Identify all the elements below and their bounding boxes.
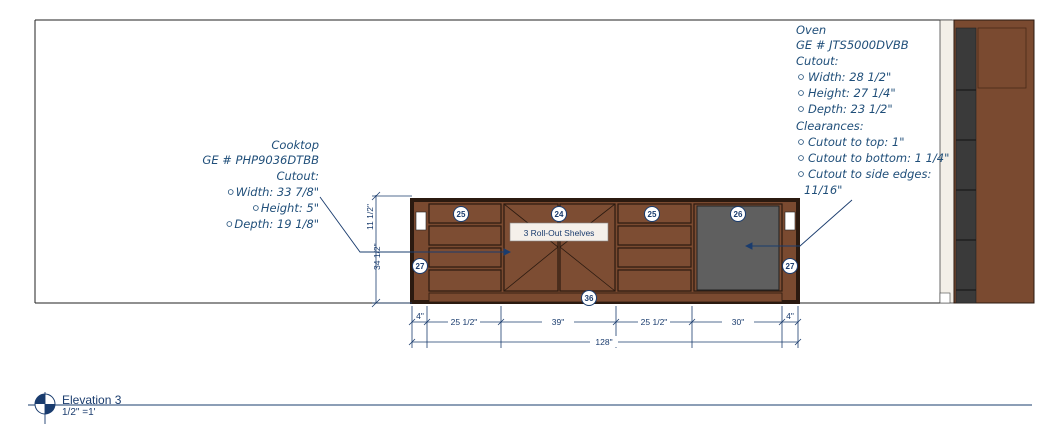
cabinet-tag: 26	[734, 210, 743, 219]
cabinet-tag: 24	[555, 210, 564, 219]
bullet-icon	[226, 221, 233, 227]
cooktop-note-line: Width: 33 7/8"	[236, 185, 319, 199]
cabinet-tag: 27	[786, 262, 795, 271]
oven-note-line: Height: 27 1/4"	[808, 86, 896, 100]
cabinet-tags: 25 24 25 26 27 27 36	[412, 206, 798, 306]
bullet-icon	[798, 139, 804, 145]
dim-segment: 4"	[416, 311, 424, 321]
bullet-icon	[798, 155, 804, 161]
dim-segment: 30"	[732, 317, 744, 327]
tall-cabinet	[939, 19, 1035, 304]
cabinet-tag: 27	[416, 262, 425, 271]
oven-note-line: Width: 28 1/2"	[808, 70, 891, 84]
cooktop-note-line: Cutout:	[276, 169, 319, 183]
cabinet-tag-circle	[412, 258, 428, 274]
cooktop-note-line: Cooktop	[271, 138, 319, 152]
oven-note-line: 11/16"	[804, 183, 842, 197]
dim-segment: 25 1/2"	[451, 317, 478, 327]
bullet-icon	[798, 90, 804, 96]
cabinet-tag-circle	[782, 258, 798, 274]
dim-vertical-upper: 11 1/2"	[365, 204, 375, 230]
cabinet-tag: 36	[585, 294, 594, 303]
cabinet-tag: 25	[648, 210, 657, 219]
bullet-icon	[798, 106, 804, 112]
bullet-icon	[798, 74, 804, 80]
oven-note-line: Cutout to top: 1"	[808, 135, 905, 149]
bullet-icon	[227, 189, 234, 195]
shelves-label-box	[509, 222, 609, 242]
elevation-marker	[28, 392, 1032, 424]
vertical-dimensions	[371, 191, 412, 308]
dim-segment: 39"	[552, 317, 564, 327]
cabinet-tag-circle	[730, 206, 746, 222]
dim-segment: 4"	[786, 311, 794, 321]
oven-note-line: Cutout to bottom: 1 1/4"	[808, 151, 949, 165]
leader-lines	[319, 196, 853, 256]
cooktop-note-line: Height: 5"	[261, 201, 319, 215]
elevation-scale: 1/2" =1'	[62, 407, 96, 418]
cabinet-tag: 25	[457, 210, 466, 219]
dim-segment: 25 1/2"	[641, 317, 668, 327]
bullet-icon	[798, 171, 804, 177]
cooktop-note-line: GE # PHP9036DTBB	[202, 153, 319, 167]
elevation-title: Elevation 3	[62, 393, 122, 407]
oven-note-line: GE # JTS5000DVBB	[796, 38, 909, 52]
shelves-label: 3 Roll-Out Shelves	[524, 228, 595, 238]
dim-vertical-total: 34 1/2"	[372, 243, 382, 270]
oven-note-line: Oven	[796, 23, 826, 37]
oven-note-line: Clearances:	[796, 119, 864, 133]
oven-note-line: Cutout:	[796, 54, 839, 68]
dim-total: 128"	[595, 337, 612, 347]
cabinet-tag-circle	[581, 290, 597, 306]
cabinet-tag-circle	[453, 206, 469, 222]
oven-note-line: Depth: 23 1/2"	[808, 102, 893, 116]
cabinet-tag-circle	[551, 206, 567, 222]
horizontal-dimensions: 4" 25 1/2" 39" 25 1/2" 30" 4" 128"	[408, 306, 802, 348]
oven-note-line: Cutout to side edges:	[808, 167, 931, 181]
wall-outline	[34, 19, 952, 304]
cooktop-note-line: Depth: 19 1/8"	[234, 217, 319, 231]
bullet-icon	[253, 205, 259, 211]
cabinet-tag-circle	[644, 206, 660, 222]
